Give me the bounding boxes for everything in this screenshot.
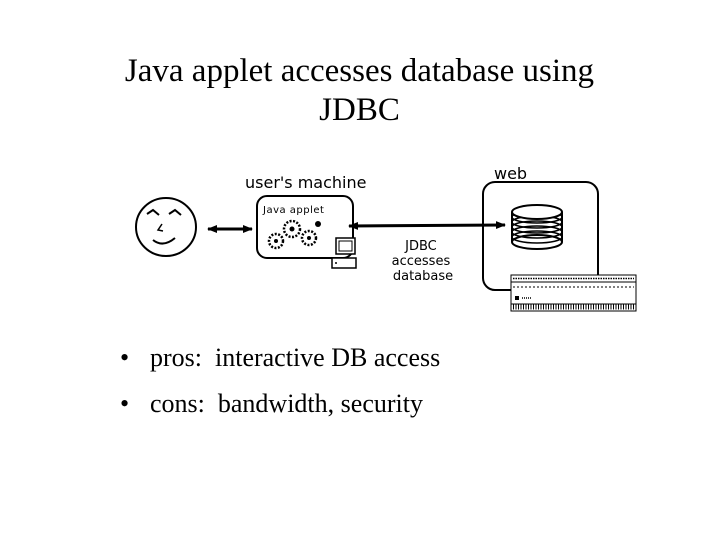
jdbc-line-2: accesses (392, 254, 451, 269)
gears-icon (267, 219, 321, 250)
cons-label: cons: (150, 389, 205, 418)
web-page-icon (510, 274, 637, 312)
users-machine-label: user's machine (245, 173, 366, 192)
smiley-face-icon (135, 197, 197, 257)
jdbc-label: JDBC accesses database (392, 239, 455, 284)
database-icon (511, 204, 563, 250)
cons-text: bandwidth, security (217, 389, 423, 418)
applet-label: Java applet (262, 205, 324, 216)
jdbc-line-3: database (393, 269, 453, 284)
jdbc-line-1: JDBC (404, 239, 437, 254)
applet-database-arrow (348, 221, 506, 230)
bullet-pros: • pros: interactive DB access (120, 338, 440, 384)
bullet-list: • pros: interactive DB access • cons: band… (120, 338, 440, 430)
bullet-dot: • (120, 343, 130, 372)
bullet-dot: • (120, 389, 130, 418)
slide-title: Java applet accesses database using JDBC (0, 52, 719, 130)
bullet-cons: • cons: bandwidth, security (120, 384, 440, 430)
title-line-1: Java applet accesses database using (124, 53, 595, 89)
computer-icon (331, 237, 357, 269)
pros-label: pros: (150, 343, 202, 372)
pros-text: interactive DB access (215, 343, 441, 372)
title-line-2: JDBC (319, 92, 400, 128)
web-label: web (494, 164, 527, 183)
